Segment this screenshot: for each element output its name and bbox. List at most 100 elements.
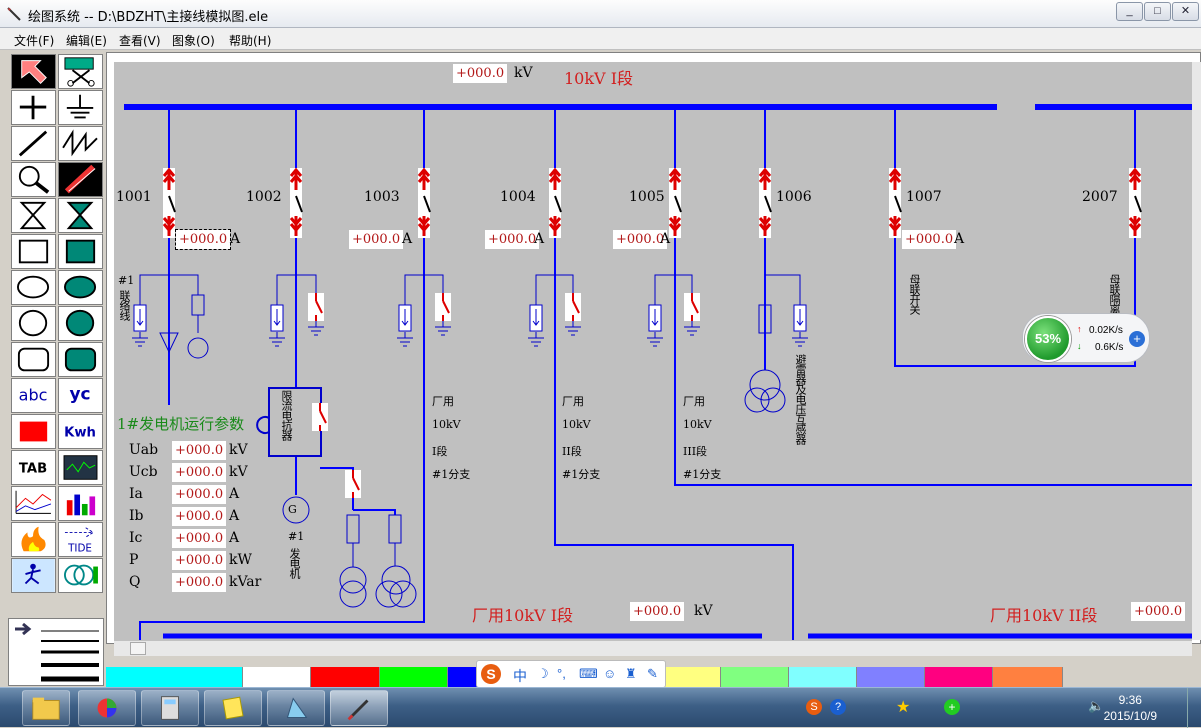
taskbar-calculator[interactable] <box>141 690 199 726</box>
plus-icon[interactable]: + <box>1129 331 1145 347</box>
color-swatch[interactable] <box>721 667 789 687</box>
filled-rounded-rectangle-icon <box>64 347 97 372</box>
bar-chart-tool[interactable] <box>58 486 103 521</box>
keyboard-icon[interactable]: ⌨ <box>579 666 598 681</box>
bus1-kv-unit: kV <box>514 65 533 81</box>
user-icon[interactable]: ☺ <box>603 666 617 681</box>
bay-1007-unit: A <box>954 231 965 247</box>
color-swatch[interactable] <box>106 667 243 687</box>
punct-icon[interactable]: °, <box>557 666 566 681</box>
rect-tool[interactable] <box>11 234 56 269</box>
taskbar-app-2[interactable] <box>78 690 136 726</box>
menu-help[interactable]: 帮助(H) <box>229 34 272 48</box>
cut-tool[interactable] <box>58 54 103 89</box>
tool-palette: abc yc Kwh TAB TIDE <box>8 52 104 620</box>
bay-2007-label: 母联隔离 <box>1108 274 1121 314</box>
tray-shield-icon[interactable]: + <box>944 699 960 715</box>
ime-mode-label[interactable]: 中 <box>513 669 527 685</box>
show-desktop-button[interactable] <box>1187 688 1201 728</box>
bay-1007-label: 母联开关 <box>908 274 921 314</box>
bay-1001-line2: 联络线 <box>118 290 131 320</box>
scroll-thumb[interactable] <box>130 642 146 655</box>
pointer-icon <box>21 60 47 84</box>
pen-tool[interactable] <box>58 162 103 197</box>
shirt-icon[interactable]: ♜ <box>625 666 637 681</box>
menu-edit[interactable]: 编辑(E) <box>66 34 107 48</box>
ground-tool[interactable] <box>58 90 103 125</box>
vertical-scrollbar[interactable] <box>1192 62 1201 640</box>
gen-symbol: G <box>288 503 297 516</box>
param-unit: kW <box>229 552 252 568</box>
color-palette[interactable] <box>106 667 1201 687</box>
taskbar-drawing-system[interactable] <box>330 690 388 726</box>
bay-1005-l3: III段 <box>683 445 708 458</box>
bay-1005-id: 1005 <box>629 189 665 205</box>
close-button[interactable]: ✕ <box>1172 2 1199 21</box>
volume-icon[interactable]: 🔈 <box>1088 698 1105 713</box>
transformer-tool[interactable] <box>58 558 103 593</box>
tide-tool[interactable]: TIDE <box>58 522 103 557</box>
maximize-button[interactable]: □ <box>1144 2 1171 21</box>
minimize-button[interactable]: _ <box>1116 2 1143 21</box>
network-speed-widget[interactable]: 53% ↑ 0.02K/s ↓ 0.6K/s + <box>1022 313 1150 363</box>
color-swatch[interactable] <box>380 667 448 687</box>
moon-icon[interactable]: ☽ <box>537 666 549 681</box>
wrench-icon[interactable]: ✎ <box>647 666 658 681</box>
clock-date: 2015/10/9 <box>1103 709 1157 723</box>
diagram-canvas[interactable]: +000.0 kV 10kV I段 1001 1002 1003 1004 10… <box>114 62 1192 640</box>
kwh-tool-label: Kwh <box>64 426 96 441</box>
tray-star-icon[interactable]: ★ <box>896 699 911 716</box>
rounded-rect-filled-tool[interactable] <box>58 342 103 377</box>
param-unit: A <box>229 508 240 524</box>
system-clock[interactable]: 9:36 2015/10/9 <box>1104 692 1157 724</box>
taskbar-explorer[interactable] <box>22 690 70 726</box>
tray-help-icon[interactable]: ? <box>830 699 846 715</box>
zoom-tool[interactable] <box>11 162 56 197</box>
hourglass-filled-tool[interactable] <box>58 198 103 233</box>
taskbar-notes[interactable] <box>204 690 262 726</box>
text-tool[interactable]: abc <box>11 378 56 413</box>
fire-icon <box>21 526 46 552</box>
line-style-panel[interactable] <box>8 618 104 686</box>
bay-1004-unit: A <box>660 231 671 247</box>
color-swatch[interactable] <box>789 667 857 687</box>
menu-view[interactable]: 查看(V) <box>119 34 161 48</box>
color-swatch[interactable] <box>243 667 311 687</box>
line-tool[interactable] <box>11 126 56 161</box>
color-swatch[interactable] <box>857 667 925 687</box>
bay-1001-amp[interactable]: +000.0 <box>174 229 232 250</box>
color-swatch[interactable] <box>311 667 380 687</box>
bay-1004-l4: #1分支 <box>562 468 601 481</box>
scope-tool[interactable] <box>58 450 103 485</box>
ime-toolbar[interactable]: S 中 ☽ °, ⌨ ☺ ♜ ✎ <box>476 660 666 688</box>
color-swatch[interactable] <box>653 667 721 687</box>
polyline-tool[interactable] <box>58 126 103 161</box>
table-tool[interactable]: TAB <box>11 450 56 485</box>
yc-tool[interactable]: yc <box>58 378 103 413</box>
tray-sogou-icon[interactable]: S <box>806 699 822 715</box>
title-bar[interactable]: 绘图系统 -- D:\BDZHT\主接线模拟图.ele _ □ ✕ <box>0 0 1201 28</box>
kwh-tool[interactable]: Kwh <box>58 414 103 449</box>
ellipse-filled-tool[interactable] <box>58 270 103 305</box>
trend-tool[interactable] <box>11 486 56 521</box>
run-tool[interactable] <box>11 558 56 593</box>
menu-file[interactable]: 文件(F) <box>14 34 55 48</box>
hourglass-outline-tool[interactable] <box>11 198 56 233</box>
menu-image[interactable]: 图象(O) <box>172 34 215 48</box>
circle-filled-tool[interactable] <box>58 306 103 341</box>
fill-tool[interactable] <box>11 414 56 449</box>
download-speed: 0.6K/s <box>1095 342 1124 353</box>
color-swatch[interactable] <box>993 667 1063 687</box>
fire-tool[interactable] <box>11 522 56 557</box>
hourglass-filled-icon <box>66 201 94 230</box>
taskbar-draw[interactable] <box>267 690 325 726</box>
horizontal-scrollbar[interactable] <box>114 640 1192 656</box>
rect-filled-tool[interactable] <box>58 234 103 269</box>
bay-1002-line2: 发电机 <box>288 548 301 578</box>
circle-tool[interactable] <box>11 306 56 341</box>
rounded-rect-tool[interactable] <box>11 342 56 377</box>
color-swatch[interactable] <box>925 667 993 687</box>
pointer-tool[interactable] <box>11 54 56 89</box>
cross-tool[interactable] <box>11 90 56 125</box>
ellipse-tool[interactable] <box>11 270 56 305</box>
